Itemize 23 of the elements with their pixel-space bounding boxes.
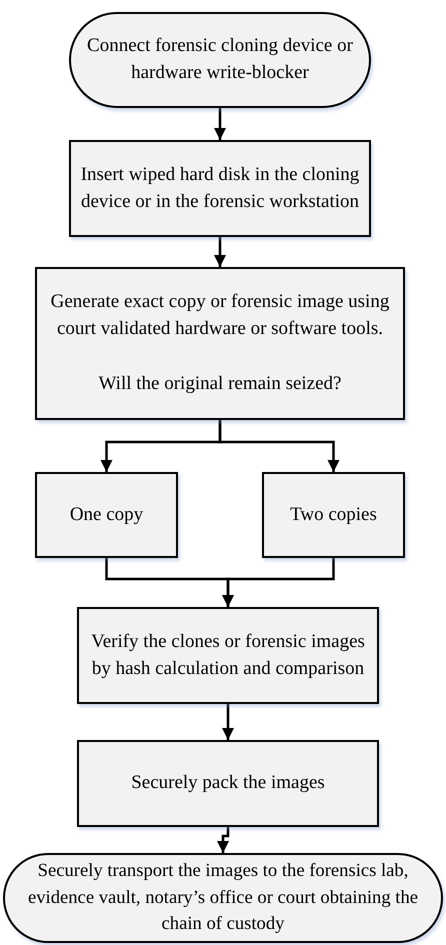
end-terminal: [3, 853, 443, 943]
start-terminal: [69, 12, 371, 108]
process-box: [69, 140, 371, 237]
step-text: Generate exact copy or forensic image using court validated hardware or software tools.: [50, 290, 390, 342]
step-text: Securely transport the images to the forensics lab, evidence vault, notary’s office or court obtaining the chain of custody: [27, 859, 419, 936]
arrow: [218, 420, 340, 472]
process-box: [262, 472, 405, 558]
process-box: [77, 607, 379, 704]
step-text: Verify the clones or forensic images by hash calculation and comparison: [90, 630, 366, 680]
arrow: [217, 827, 230, 853]
step-text: Two copies: [290, 502, 377, 527]
arrow: [222, 558, 335, 607]
arrow: [214, 108, 226, 140]
step-text: Securely pack the images: [131, 771, 325, 796]
step-text: Insert wiped hard disk in the cloning device or in the forensic workstation: [80, 162, 360, 214]
step-text: Connect forensic cloning device or hardware write-blocker: [86, 34, 354, 85]
process-box: [77, 740, 379, 827]
arrow: [222, 704, 234, 740]
step-text: One copy: [70, 502, 144, 527]
step-text: Will the original remain seized?: [98, 372, 342, 396]
arrow: [214, 237, 226, 267]
process-box: [35, 267, 405, 420]
process-box: [35, 472, 178, 558]
